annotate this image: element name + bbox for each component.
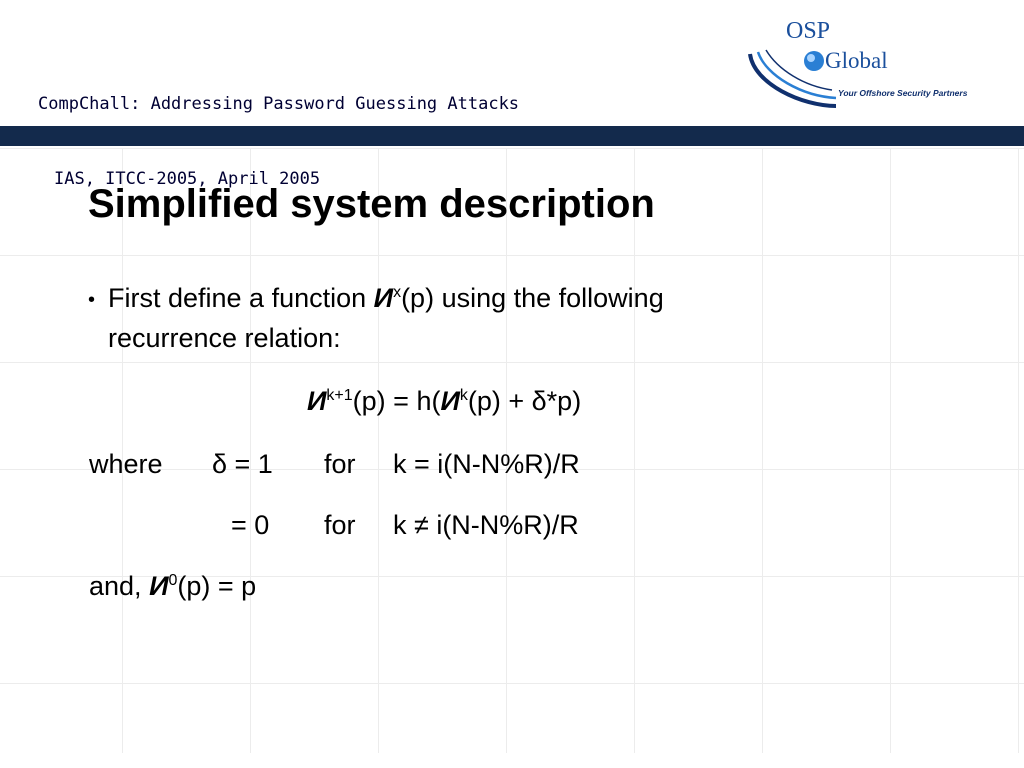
superscript-k1: k+1 (326, 387, 353, 404)
delta-zero: = 0 (231, 510, 270, 540)
condition-not-equal: k ≠ i(N-N%R)/R (393, 510, 579, 540)
globe-icon (804, 51, 824, 71)
base-end: (p) = p (177, 571, 257, 601)
bullet-marker: • (88, 289, 96, 311)
presentation-header: CompChall: Addressing Password Guessing … (38, 42, 519, 217)
function-symbol: И (149, 571, 169, 601)
header-line-1: CompChall: Addressing Password Guessing … (38, 94, 520, 114)
function-symbol: И (440, 386, 460, 416)
recurrence-equation: Иk+1(p) = h(Иk(p) + δ*p) (307, 381, 581, 421)
function-symbol: И (373, 283, 394, 313)
equation-mid: (p) = h( (352, 386, 441, 416)
delta-one: δ = 1 (212, 449, 273, 479)
bullet-text-b: (p) using the following (401, 283, 664, 313)
base-prefix: and, (89, 571, 150, 601)
slide-title: Simplified system description (88, 182, 655, 226)
swoosh-icon (748, 53, 837, 108)
superscript-0: 0 (168, 572, 178, 589)
background-grid (0, 148, 1024, 753)
superscript-x: x (393, 284, 402, 301)
for-label-1: for (324, 449, 356, 479)
bullet-line-2: recurrence relation: (108, 323, 341, 353)
bullet-text-a: First define a function (108, 283, 374, 313)
header-band (0, 126, 1024, 146)
superscript-k: k (459, 387, 468, 404)
logo-osp-text: OSP (786, 18, 830, 44)
function-symbol: И (307, 386, 327, 416)
equation-end: (p) + δ*p) (467, 386, 582, 416)
osp-global-logo: OSP Global Your Offshore Security Partne… (748, 18, 968, 108)
logo-global-text: Global (825, 48, 888, 73)
for-label-2: for (324, 510, 356, 540)
header-line-2: IAS, ITCC-2005, April 2005 (54, 169, 321, 189)
logo-tagline: Your Offshore Security Partners (838, 88, 968, 98)
base-case: and, И0(p) = p (89, 566, 256, 606)
bullet-line-1: First define a function Иx(p) using the … (108, 278, 664, 318)
where-word: where (89, 449, 163, 479)
condition-equal: k = i(N-N%R)/R (393, 449, 580, 479)
